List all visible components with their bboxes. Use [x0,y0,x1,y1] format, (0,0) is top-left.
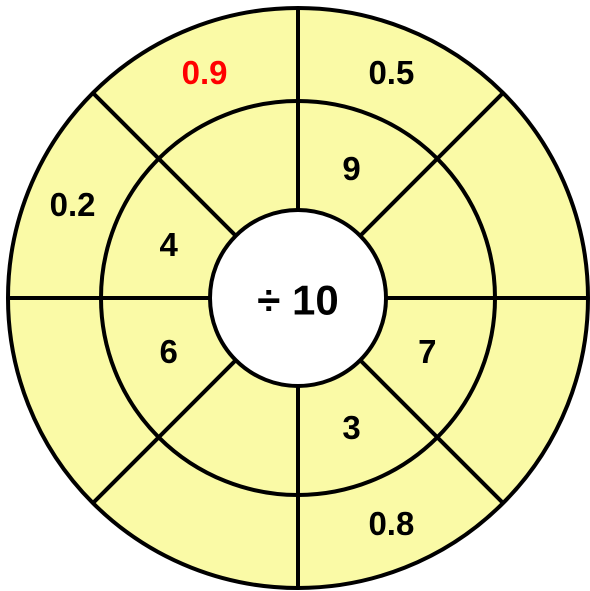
inner-cell-e: 7 [418,333,436,370]
outer-cell-nne: 0.5 [368,54,414,91]
inner-divider [358,358,439,439]
outer-cell-sse: 0.8 [368,505,414,542]
inner-divider [358,157,439,238]
outer-divider [91,435,161,505]
center-hub [208,208,388,388]
inner-cell-n: 9 [342,150,360,187]
outer-cell-nnw: 0.9 [182,54,228,91]
outer-divider [435,91,505,161]
inner-divider [157,358,238,439]
inner-cell-sw: 6 [160,333,178,370]
outer-ring-answers: 0.9 0.5 0.8 0.2 [50,54,415,542]
operation-label: ÷ 10 [257,277,338,324]
outer-cell-wnw: 0.2 [50,186,96,223]
inner-cell-se: 3 [342,409,360,446]
outer-divider [91,91,161,161]
inner-divider [157,157,238,238]
inner-ring-numbers: 9 7 3 6 4 [160,150,437,446]
outer-divider [435,435,505,505]
inner-cell-w: 4 [160,226,179,263]
ring-dividers [8,8,588,588]
